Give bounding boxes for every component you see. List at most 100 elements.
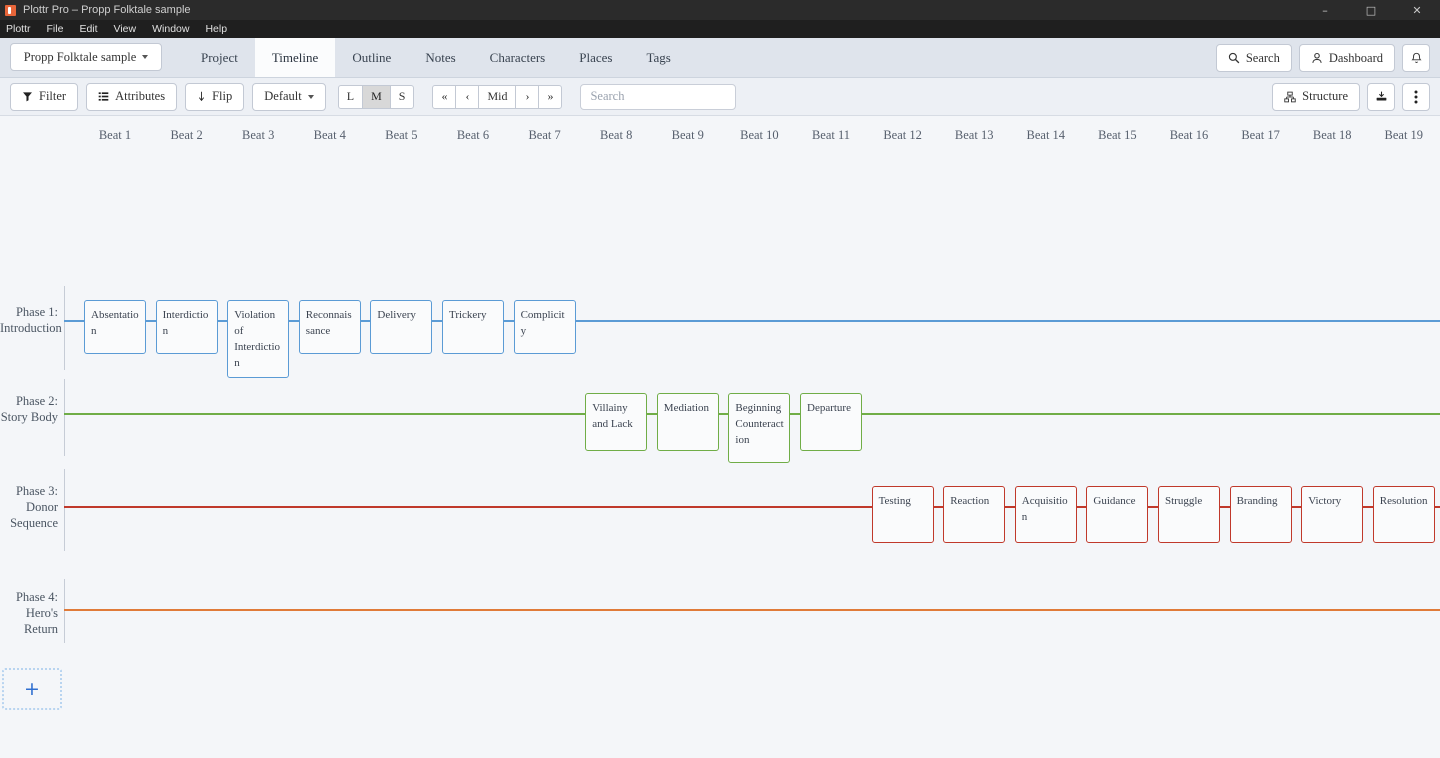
add-row-button[interactable]: + — [2, 668, 62, 710]
export-button[interactable] — [1367, 82, 1395, 111]
kebab-menu-icon — [1414, 90, 1418, 104]
timeline-card[interactable]: Absentation — [84, 300, 146, 354]
beat-label[interactable]: Beat 16 — [1169, 128, 1209, 142]
tab-project[interactable]: Project — [201, 49, 238, 65]
timeline-row: Phase 4: Hero's Return — [0, 579, 1440, 651]
size-option-l[interactable]: L — [337, 84, 364, 109]
view-preset-label: Default — [264, 89, 302, 103]
menu-item-file[interactable]: File — [46, 23, 64, 35]
flip-button[interactable]: Flip — [185, 82, 245, 111]
project-selector[interactable]: Propp Folktale sample — [10, 43, 162, 71]
tab-timeline[interactable]: Timeline — [254, 38, 336, 77]
flip-button-label: Flip — [212, 89, 233, 103]
row-label[interactable]: Phase 1: Introduction — [0, 305, 62, 335]
attributes-button[interactable]: Attributes — [86, 82, 178, 111]
timeline-card[interactable]: Mediation — [656, 393, 719, 451]
beat-label[interactable]: Beat 15 — [1098, 128, 1137, 142]
beat-label[interactable]: Beat 18 — [1312, 128, 1352, 142]
beat-header-row: Beat 1 Beat 2 Beat 3 Beat 4 Beat 5 Beat 6 Beat… — [0, 116, 1440, 156]
timeline-card[interactable]: Villainy and Lack — [585, 393, 648, 451]
maximize-button[interactable]: □ — [1365, 3, 1377, 17]
beat-navigation-group: « ‹ Mid › » — [432, 84, 563, 109]
timeline-card[interactable]: Resolution — [1372, 486, 1435, 543]
add-row-label: + — [24, 678, 40, 700]
nav-next-button[interactable]: › — [515, 84, 540, 109]
row-label[interactable]: Phase 2: Story Body — [0, 394, 58, 424]
nav-mid-button[interactable]: Mid — [478, 84, 517, 109]
structure-button[interactable]: Structure — [1272, 82, 1360, 111]
project-selector-label: Propp Folktale sample — [23, 49, 137, 64]
nav-prev-button[interactable]: ‹ — [455, 84, 480, 109]
beat-label[interactable]: Beat 1 — [98, 128, 132, 142]
row-timeline-line — [64, 609, 1440, 611]
row-label[interactable]: Phase 4: Hero's Return — [15, 590, 58, 636]
timeline-canvas[interactable]: Beat 1 Beat 2 Beat 3 Beat 4 Beat 5 Beat 6 Beat… — [0, 116, 1440, 758]
beat-label[interactable]: Beat 8 — [600, 128, 633, 142]
beat-label[interactable]: Beat 10 — [740, 128, 779, 142]
beat-label[interactable]: Beat 3 — [242, 128, 275, 142]
menu-item-help[interactable]: Help — [205, 23, 228, 35]
beat-label[interactable]: Beat 17 — [1241, 128, 1280, 142]
nav-last-button[interactable]: » — [538, 84, 563, 109]
timeline-card[interactable]: Departure — [800, 393, 862, 451]
plottr-logo-icon — [5, 4, 16, 16]
timeline-card[interactable]: Struggle — [1158, 486, 1220, 543]
beat-label[interactable]: Beat 4 — [313, 128, 346, 142]
timeline-card[interactable]: Interdiction — [155, 300, 218, 354]
beat-label[interactable]: Beat 6 — [456, 128, 490, 142]
tab-notes[interactable]: Notes — [425, 49, 456, 65]
dashboard-button[interactable]: Dashboard — [1298, 44, 1395, 72]
timeline-card[interactable]: Violation of Interdiction — [227, 300, 290, 378]
beat-label[interactable]: Beat 13 — [954, 128, 994, 142]
timeline-card[interactable]: Complicity — [513, 300, 576, 354]
beat-label[interactable]: Beat 11 — [811, 128, 851, 142]
timeline-card[interactable]: Acquisition — [1014, 486, 1077, 543]
size-option-m[interactable]: M — [362, 84, 391, 109]
row-divider — [64, 469, 65, 551]
search-input[interactable] — [580, 83, 737, 110]
view-preset-dropdown[interactable]: Default — [252, 82, 326, 111]
tab-tags[interactable]: Tags — [646, 49, 671, 65]
timeline-card[interactable]: Branding — [1229, 486, 1292, 543]
minimize-button[interactable]: – — [1322, 3, 1328, 17]
size-option-s[interactable]: S — [389, 84, 415, 109]
search-button-label: Search — [1245, 50, 1280, 65]
user-icon — [1311, 52, 1323, 64]
menu-item-edit[interactable]: Edit — [79, 23, 98, 35]
timeline-card[interactable]: Reconnaissance — [298, 300, 361, 354]
timeline-card[interactable]: Trickery — [442, 300, 504, 354]
timeline-card[interactable]: Guidance — [1086, 486, 1149, 543]
tab-characters[interactable]: Characters — [489, 49, 546, 65]
beat-label[interactable]: Beat 5 — [385, 128, 418, 142]
menu-item-plottr[interactable]: Plottr — [6, 23, 31, 35]
notifications-button[interactable] — [1402, 44, 1430, 72]
nav-first-button[interactable]: « — [432, 84, 457, 109]
row-timeline-line — [64, 506, 1440, 508]
menu-item-window[interactable]: Window — [152, 23, 190, 35]
timeline-card[interactable]: Testing — [871, 486, 934, 543]
timeline-card[interactable]: Victory — [1301, 486, 1364, 543]
beat-label[interactable]: Beat 14 — [1026, 128, 1066, 142]
filter-button[interactable]: Filter — [10, 82, 79, 111]
search-button[interactable]: Search — [1215, 44, 1292, 72]
menu-item-view[interactable]: View — [113, 23, 137, 35]
tab-outline[interactable]: Outline — [352, 49, 392, 65]
structure-button-label: Structure — [1302, 89, 1348, 103]
beat-label[interactable]: Beat 9 — [671, 128, 704, 142]
tab-places[interactable]: Places — [579, 49, 613, 65]
beat-label[interactable]: Beat 2 — [170, 128, 203, 142]
beat-label[interactable]: Beat 19 — [1384, 128, 1424, 142]
timeline-card[interactable]: Beginning Counteraction — [728, 393, 791, 463]
more-options-button[interactable] — [1402, 82, 1430, 111]
row-divider — [64, 286, 65, 370]
timeline-card[interactable]: Reaction — [943, 486, 1006, 543]
beat-label[interactable]: Beat 12 — [883, 128, 922, 142]
close-button[interactable]: ✕ — [1412, 3, 1422, 17]
beat-label[interactable]: Beat 7 — [528, 128, 561, 142]
row-timeline-line — [64, 320, 1440, 322]
row-label[interactable]: Phase 3: Donor Sequence — [10, 484, 58, 530]
main-tabs: Project Timeline Outline Notes Character… — [184, 38, 688, 77]
timeline-card[interactable]: Delivery — [370, 300, 433, 354]
